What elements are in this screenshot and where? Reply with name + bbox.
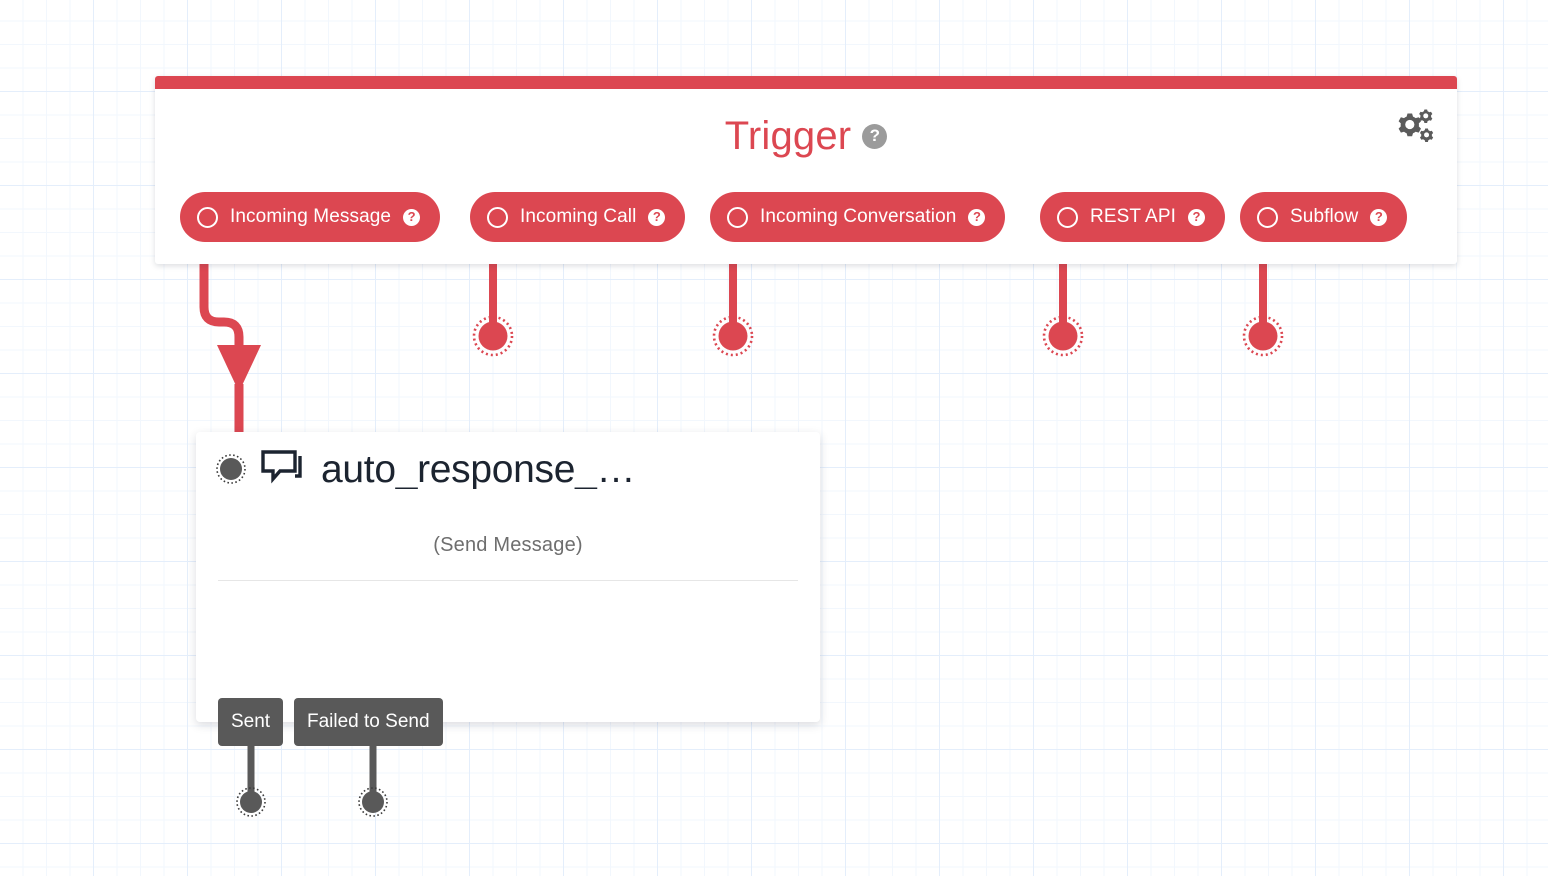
help-icon[interactable]: ?	[968, 208, 986, 226]
help-icon[interactable]: ?	[403, 208, 421, 226]
radio-circle-icon	[197, 206, 218, 228]
node-divider	[218, 580, 798, 581]
node-input-port[interactable]	[216, 454, 246, 484]
help-icon[interactable]: ?	[1188, 208, 1205, 226]
trigger-panel: Trigger ?	[155, 76, 1457, 264]
trigger-option-incoming-call[interactable]: Incoming Call ?	[470, 192, 686, 242]
speech-bubble-icon	[260, 449, 307, 489]
trigger-option-label: Incoming Conversation	[760, 206, 957, 227]
node-output-label: Sent	[231, 711, 271, 732]
handle-incoming-conversation[interactable]	[712, 315, 754, 357]
trigger-option-label: REST API	[1090, 206, 1176, 227]
trigger-option-label: Subflow	[1290, 206, 1359, 227]
node-output-label: Failed to Send	[307, 711, 430, 732]
radio-circle-icon	[1257, 206, 1278, 228]
node-title: auto_response_…	[321, 449, 636, 489]
radio-circle-icon	[727, 206, 748, 228]
node-output-sent[interactable]: Sent	[218, 698, 284, 746]
help-icon[interactable]: ?	[1370, 208, 1388, 226]
trigger-option-incoming-conversation[interactable]: Incoming Conversation ?	[710, 192, 1006, 242]
help-icon[interactable]: ?	[862, 123, 888, 149]
node-header: auto_response_…	[196, 432, 820, 506]
page-title: Trigger	[724, 114, 852, 158]
node-output-port-failed-to-send[interactable]	[358, 787, 388, 817]
trigger-panel-accent-bar	[155, 76, 1457, 89]
help-icon[interactable]: ?	[648, 208, 666, 226]
flow-node-auto-response[interactable]: auto_response_… (Send Message)	[196, 432, 820, 722]
trigger-title-row: Trigger ?	[155, 116, 1457, 156]
node-output-failed-to-send[interactable]: Failed to Send	[294, 698, 443, 746]
handle-rest-api[interactable]	[1042, 315, 1084, 357]
node-output-port-sent[interactable]	[236, 787, 266, 817]
trigger-option-subflow[interactable]: Subflow ?	[1240, 192, 1408, 242]
node-subtitle: (Send Message)	[433, 534, 583, 556]
handle-incoming-call[interactable]	[472, 315, 514, 357]
handle-subflow[interactable]	[1242, 315, 1284, 357]
trigger-option-incoming-message[interactable]: Incoming Message ?	[180, 192, 441, 242]
trigger-options-row: Incoming Message ? Incoming Call ? Incom…	[155, 192, 1457, 242]
radio-circle-icon	[487, 206, 508, 228]
gears-icon[interactable]	[1391, 108, 1437, 150]
trigger-option-label: Incoming Message	[230, 206, 392, 227]
trigger-option-rest-api[interactable]: REST API ?	[1040, 192, 1225, 242]
trigger-option-label: Incoming Call	[520, 206, 637, 227]
radio-circle-icon	[1057, 206, 1078, 228]
